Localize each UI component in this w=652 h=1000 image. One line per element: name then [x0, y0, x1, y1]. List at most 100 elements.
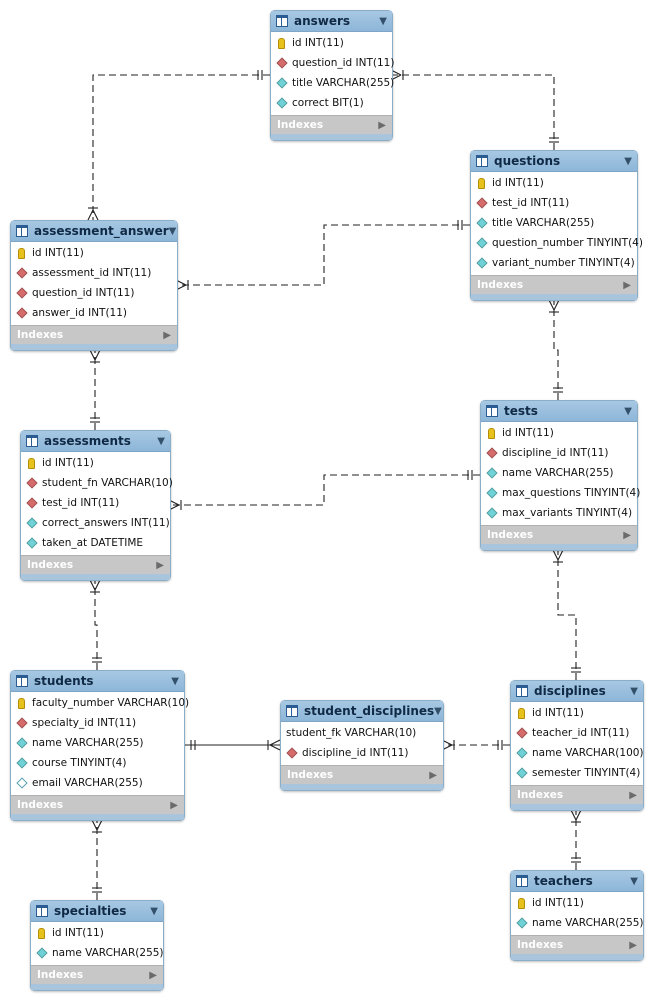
indexes-bar[interactable]: Indexes▶	[11, 325, 177, 344]
table-students[interactable]: students▼faculty_number VARCHAR(10)speci…	[10, 670, 189, 821]
column-row[interactable]: name VARCHAR(255)	[11, 733, 184, 753]
column-row[interactable]: answer_id INT(11)	[11, 303, 177, 323]
indexes-bar[interactable]: Indexes▶	[31, 965, 163, 984]
table-assessments[interactable]: assessments▼id INT(11)student_fn VARCHAR…	[20, 430, 173, 581]
table-student-disciplines[interactable]: student_disciplines▼student_fk VARCHAR(1…	[280, 700, 444, 791]
column-row[interactable]: correct BIT(1)	[271, 93, 392, 113]
collapse-arrow-icon[interactable]: ▼	[171, 675, 179, 687]
table-header[interactable]: students▼	[11, 671, 184, 692]
column-row[interactable]: course TINYINT(4)	[11, 753, 184, 773]
expand-arrow-icon[interactable]: ▶	[378, 119, 386, 131]
table-header[interactable]: assessment_answer▼	[11, 221, 177, 242]
expand-arrow-icon[interactable]: ▶	[623, 279, 631, 291]
column-row[interactable]: name VARCHAR(255)	[481, 463, 637, 483]
expand-arrow-icon[interactable]: ▶	[629, 939, 637, 951]
table-header[interactable]: disciplines▼	[511, 681, 643, 702]
column-row[interactable]: teacher_id INT(11)	[511, 723, 643, 743]
expand-arrow-icon[interactable]: ▶	[629, 789, 637, 801]
collapse-arrow-icon[interactable]: ▼	[630, 875, 638, 887]
column-icon	[475, 257, 488, 269]
expand-arrow-icon[interactable]: ▶	[149, 969, 157, 981]
expand-arrow-icon[interactable]: ▶	[163, 329, 171, 341]
column-row[interactable]: taken_at DATETIME	[21, 533, 170, 553]
expand-arrow-icon[interactable]: ▶	[156, 559, 164, 571]
expand-arrow-icon[interactable]: ▶	[623, 529, 631, 541]
column-row[interactable]: max_variants TINYINT(4)	[481, 503, 637, 523]
column-row[interactable]: variant_number TINYINT(4)	[471, 253, 637, 273]
column-row[interactable]: question_id INT(11)	[11, 283, 177, 303]
relationship-line	[553, 300, 559, 400]
column-row[interactable]: id INT(11)	[511, 703, 643, 723]
table-answers[interactable]: answers▼id INT(11)question_id INT(11)tit…	[270, 10, 394, 141]
column-row[interactable]: discipline_id INT(11)	[481, 443, 637, 463]
column-row[interactable]: title VARCHAR(255)	[471, 213, 637, 233]
indexes-bar[interactable]: Indexes▶	[511, 935, 643, 954]
column-row[interactable]: question_number TINYINT(4)	[471, 233, 643, 253]
column-row[interactable]: id INT(11)	[21, 453, 170, 473]
column-row[interactable]: id INT(11)	[481, 423, 637, 443]
column-row[interactable]: question_id INT(11)	[271, 53, 394, 73]
column-row[interactable]: test_id INT(11)	[471, 193, 637, 213]
indexes-bar[interactable]: Indexes▶	[11, 795, 184, 814]
column-label: discipline_id INT(11)	[302, 747, 409, 759]
column-row[interactable]: name VARCHAR(100)	[511, 743, 644, 763]
column-row[interactable]: name VARCHAR(255)	[31, 943, 164, 963]
column-row[interactable]: discipline_id INT(11)	[281, 743, 443, 763]
column-row[interactable]: id INT(11)	[11, 243, 177, 263]
collapse-arrow-icon[interactable]: ▼	[434, 705, 442, 717]
column-row[interactable]: student_fk VARCHAR(10)	[281, 723, 443, 743]
column-label: test_id INT(11)	[42, 497, 120, 509]
table-questions[interactable]: questions▼id INT(11)test_id INT(11)title…	[470, 150, 643, 301]
column-row[interactable]: specialty_id INT(11)	[11, 713, 184, 733]
column-row[interactable]: student_fn VARCHAR(10)	[21, 473, 173, 493]
column-icon	[25, 537, 38, 549]
table-header[interactable]: answers▼	[271, 11, 392, 32]
column-row[interactable]: title VARCHAR(255)	[271, 73, 394, 93]
crows-foot-mark	[96, 819, 103, 831]
indexes-bar[interactable]: Indexes▶	[281, 765, 443, 784]
collapse-arrow-icon[interactable]: ▼	[624, 155, 632, 167]
indexes-bar[interactable]: Indexes▶	[511, 785, 643, 804]
table-header[interactable]: specialties▼	[31, 901, 163, 922]
table-header[interactable]: tests▼	[481, 401, 637, 422]
collapse-arrow-icon[interactable]: ▼	[168, 225, 177, 237]
crows-foot-mark	[553, 299, 560, 311]
column-row[interactable]: test_id INT(11)	[21, 493, 170, 513]
table-icon	[516, 685, 528, 697]
column-row[interactable]: id INT(11)	[471, 173, 637, 193]
column-label: id INT(11)	[52, 927, 104, 939]
collapse-arrow-icon[interactable]: ▼	[624, 405, 632, 417]
table-header[interactable]: questions▼	[471, 151, 637, 172]
column-row[interactable]: id INT(11)	[271, 33, 392, 53]
table-assessment-answer[interactable]: assessment_answer▼id INT(11)assessment_i…	[10, 220, 178, 351]
table-header[interactable]: student_disciplines▼	[281, 701, 443, 722]
collapse-arrow-icon[interactable]: ▼	[157, 435, 165, 447]
collapse-arrow-icon[interactable]: ▼	[630, 685, 638, 697]
indexes-bar[interactable]: Indexes▶	[481, 525, 637, 544]
indexes-bar[interactable]: Indexes▶	[271, 115, 392, 134]
column-row[interactable]: correct_answers INT(11)	[21, 513, 170, 533]
collapse-arrow-icon[interactable]: ▼	[379, 15, 387, 27]
column-row[interactable]: id INT(11)	[511, 893, 643, 913]
table-tests[interactable]: tests▼id INT(11)discipline_id INT(11)nam…	[480, 400, 640, 551]
column-row[interactable]: faculty_number VARCHAR(10)	[11, 693, 189, 713]
table-specialties[interactable]: specialties▼ id INT(11) name VARCHAR(255) I…	[30, 900, 164, 991]
collapse-arrow-icon[interactable]: ▼	[150, 905, 158, 917]
column-row[interactable]: assessment_id INT(11)	[11, 263, 177, 283]
expand-arrow-icon[interactable]: ▶	[429, 769, 437, 781]
column-row[interactable]: semester TINYINT(4)	[511, 763, 643, 783]
column-list: id INT(11)discipline_id INT(11)name VARC…	[481, 422, 640, 525]
column-row[interactable]: max_questions TINYINT(4)	[481, 483, 640, 503]
column-row[interactable]: email VARCHAR(255)	[11, 773, 184, 793]
column-icon	[475, 217, 488, 229]
column-row[interactable]: name VARCHAR(255)	[511, 913, 644, 933]
indexes-bar[interactable]: Indexes▶	[471, 275, 637, 294]
table-disciplines[interactable]: disciplines▼id INT(11)teacher_id INT(11)…	[510, 680, 644, 811]
table-header[interactable]: teachers▼	[511, 871, 643, 892]
column-row[interactable]: id INT(11)	[31, 923, 163, 943]
expand-arrow-icon[interactable]: ▶	[170, 799, 178, 811]
table-header[interactable]: assessments▼	[21, 431, 170, 452]
indexes-bar[interactable]: Indexes▶	[21, 555, 170, 574]
table-footer	[11, 814, 184, 820]
table-teachers[interactable]: teachers▼id INT(11)name VARCHAR(255) Inde…	[510, 870, 644, 961]
